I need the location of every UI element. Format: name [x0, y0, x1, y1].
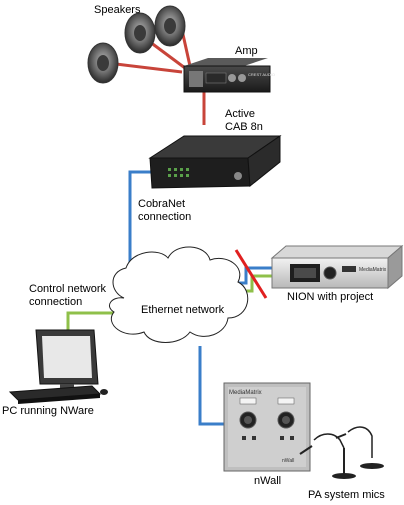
nion-brand: MediaMatrix: [359, 267, 387, 273]
pc-computer: [8, 329, 108, 404]
amplifier: CREST AUDIO: [183, 58, 275, 93]
pa-mics-label: PA system mics: [308, 489, 385, 501]
nwall-model-text: nWall: [282, 458, 294, 464]
microphone-1: [299, 433, 356, 479]
nwall-label: nWall: [254, 475, 282, 487]
amp-label: Amp: [235, 45, 258, 57]
cobranet-label-line1: CobraNet: [138, 198, 186, 210]
nwall-panel: MediaMatrix nWall: [223, 382, 311, 472]
active-cab-label-line1: Active: [225, 108, 255, 120]
speaker-2: [124, 12, 156, 54]
speaker-3: [154, 5, 186, 47]
control-network-label-line1: Control network: [29, 283, 107, 295]
amp-brand: CREST AUDIO: [248, 72, 275, 77]
nion-device: MediaMatrix: [270, 244, 404, 290]
cobranet-cable: [128, 170, 152, 282]
nion-label: NION with project: [287, 291, 374, 303]
pc-label: PC running NWare: [2, 405, 94, 417]
ethernet-network-label: Ethernet network: [141, 304, 225, 316]
control-network-label-line2: connection: [29, 296, 83, 308]
active-cab-device: [148, 135, 282, 189]
nwall-brand: MediaMatrix: [229, 390, 262, 396]
speaker-1: [87, 42, 119, 84]
speakers-label: Speakers: [94, 4, 141, 16]
nwall-cable: [198, 346, 224, 426]
microphone-2: [335, 426, 384, 469]
cobranet-label-line2: connection: [138, 211, 192, 223]
ethernet-cloud: [109, 246, 249, 343]
nion-disconnect-mark: [234, 249, 268, 299]
active-cab-label-line2: CAB 8n: [225, 121, 263, 133]
